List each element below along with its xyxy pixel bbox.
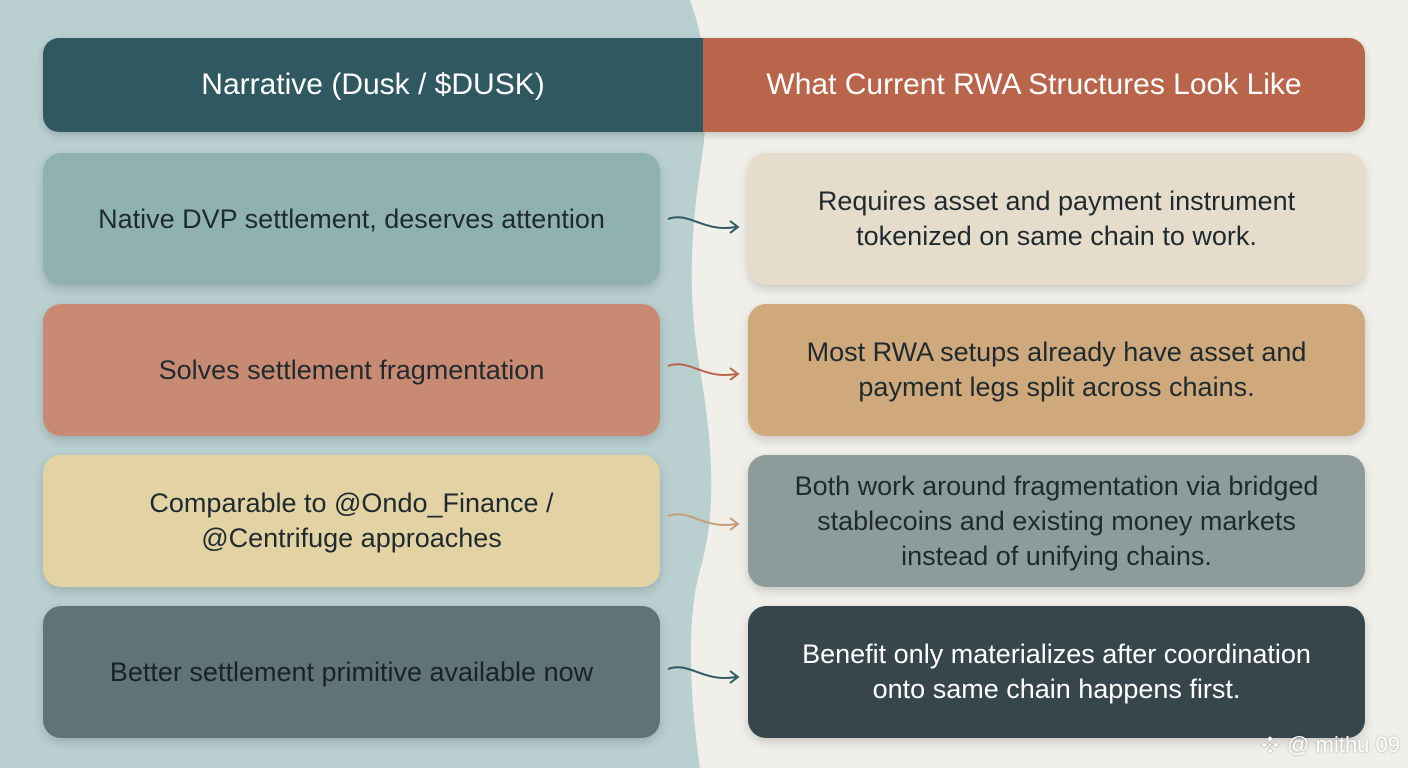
arrow-icon [667, 666, 740, 684]
header-bar: Narrative (Dusk / $DUSK) What Current RW… [43, 38, 1365, 132]
arrow-icon [667, 363, 740, 381]
narrative-card-3: Comparable to @Ondo_Finance / @Centrifug… [43, 455, 660, 587]
binance-logo-icon [1260, 735, 1280, 755]
reality-card-4: Benefit only materializes after coordina… [748, 606, 1365, 738]
narrative-card-1: Native DVP settlement, deserves attentio… [43, 153, 660, 285]
reality-card-1: Requires asset and payment instrument to… [748, 153, 1365, 285]
rwa-structures-column-title: What Current RWA Structures Look Like [703, 38, 1365, 132]
reality-card-2: Most RWA setups already have asset and p… [748, 304, 1365, 436]
watermark: @ mithu 09 [1259, 732, 1400, 758]
arrow-icon [667, 216, 740, 234]
arrow-icon [667, 513, 740, 531]
watermark-text: @ mithu 09 [1287, 732, 1400, 757]
narrative-card-4: Better settlement primitive available no… [43, 606, 660, 738]
narrative-card-2: Solves settlement fragmentation [43, 304, 660, 436]
reality-card-3: Both work around fragmentation via bridg… [748, 455, 1365, 587]
narrative-column-title: Narrative (Dusk / $DUSK) [43, 38, 703, 132]
